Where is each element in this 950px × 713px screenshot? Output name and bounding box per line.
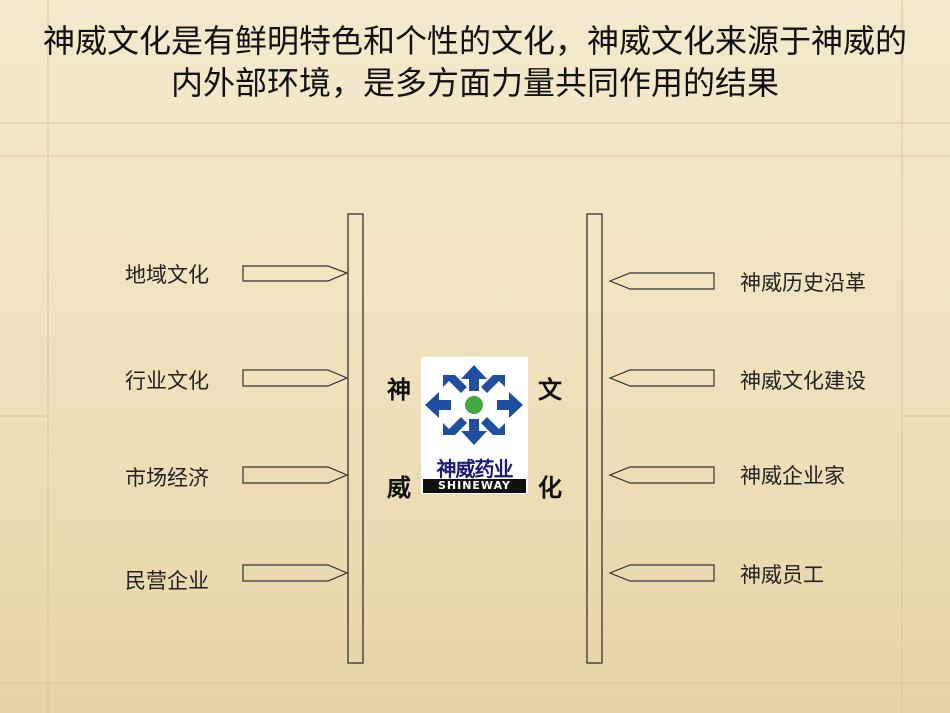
left-item-2: 行业文化 — [125, 369, 209, 393]
right-item-1: 神威历史沿革 — [740, 271, 866, 295]
center-char-hua: 化 — [538, 473, 562, 502]
center-char-wei: 威 — [387, 473, 411, 502]
right-arrow-4 — [608, 564, 715, 582]
logo-text-cn: 神威药业 — [436, 457, 514, 481]
right-item-3: 神威企业家 — [740, 464, 845, 488]
left-arrow-1 — [242, 265, 349, 282]
right-vertical-bar — [586, 213, 603, 664]
left-arrow-4 — [242, 564, 349, 582]
left-item-1: 地域文化 — [125, 263, 209, 287]
center-char-wen: 文 — [538, 375, 562, 404]
left-vertical-bar — [347, 213, 364, 664]
left-arrow-2 — [242, 369, 349, 387]
right-arrow-1 — [608, 272, 715, 290]
logo-emblem-icon — [425, 365, 523, 445]
right-item-4: 神威员工 — [740, 563, 824, 587]
shineway-logo: 神威药业 SHINEWAY — [421, 357, 528, 494]
left-arrow-3 — [242, 466, 349, 484]
right-arrow-3 — [608, 466, 715, 484]
left-item-3: 市场经济 — [125, 466, 209, 490]
right-item-2: 神威文化建设 — [740, 369, 866, 393]
page-title: 神威文化是有鲜明特色和个性的文化，神威文化来源于神威的内外部环境，是多方面力量共… — [42, 22, 907, 102]
left-item-4: 民营企业 — [125, 569, 209, 593]
center-char-shen: 神 — [387, 375, 411, 404]
logo-text-en: SHINEWAY — [423, 479, 526, 493]
right-arrow-2 — [608, 369, 715, 387]
